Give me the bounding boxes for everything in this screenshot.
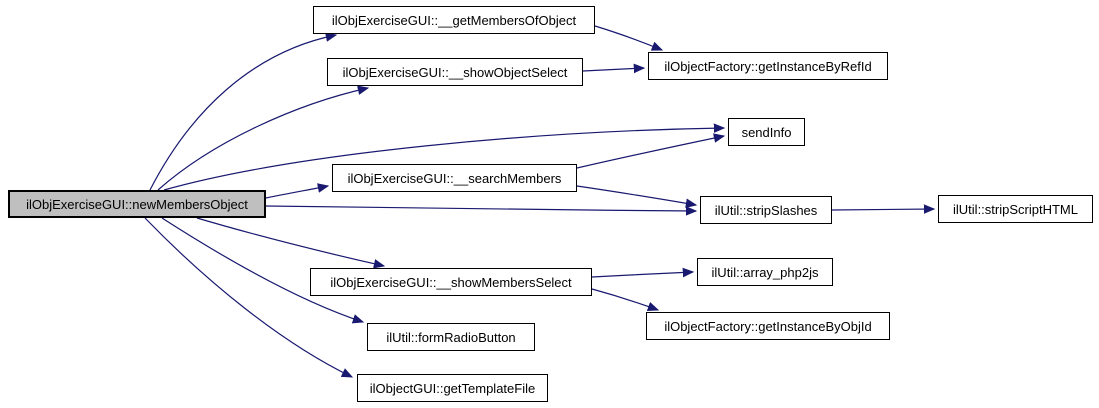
node-getTemplateFile[interactable]: ilObjectGUI::getTemplateFile: [357, 374, 548, 402]
edge-newMembersObject-showMembersSelect: [196, 217, 386, 269]
edge-getMembersOfObject-getInstanceByRefId: [594, 25, 664, 51]
node-getMembersOfObject[interactable]: ilObjExerciseGUI::__getMembersOfObject: [313, 6, 595, 34]
edge-newMembersObject-getTemplateFile: [144, 217, 354, 378]
node-getInstanceByObjId[interactable]: ilObjectFactory::getInstanceByObjId: [646, 312, 890, 340]
node-arrayPhp2js[interactable]: ilUtil::array_php2js: [697, 258, 833, 286]
node-newMembersObject: ilObjExerciseGUI::newMembersObject: [8, 190, 266, 218]
node-sendInfo[interactable]: sendInfo: [728, 118, 805, 146]
edge-showObjectSelect-getInstanceByRefId: [582, 63, 646, 74]
node-stripSlashes[interactable]: ilUtil::stripSlashes: [700, 196, 832, 224]
node-getInstanceByRefId[interactable]: ilObjectFactory::getInstanceByRefId: [648, 52, 888, 80]
edge-newMembersObject-sendInfo: [163, 123, 726, 191]
node-showObjectSelect[interactable]: ilObjExerciseGUI::__showObjectSelect: [327, 58, 583, 86]
edge-showMembersSelect-getInstanceByObjId: [591, 288, 660, 312]
node-formRadioButton[interactable]: ilUtil::formRadioButton: [367, 323, 535, 351]
edge-newMembersObject-formRadioButton: [161, 217, 365, 324]
edge-searchMembers-sendInfo: [576, 133, 726, 169]
edge-stripSlashes-stripScriptHTML: [831, 204, 936, 214]
edge-newMembersObject-showObjectSelect: [157, 85, 370, 191]
edge-newMembersObject-searchMembers: [265, 183, 330, 199]
node-stripScriptHTML[interactable]: ilUtil::stripScriptHTML: [938, 195, 1093, 223]
node-showMembersSelect[interactable]: ilObjExerciseGUI::__showMembersSelect: [310, 268, 592, 296]
edge-newMembersObject-getMembersOfObject: [149, 32, 338, 191]
edge-searchMembers-stripSlashes: [576, 185, 698, 209]
edge-newMembersObject-stripSlashes: [265, 205, 698, 216]
node-searchMembers[interactable]: ilObjExerciseGUI::__searchMembers: [332, 164, 577, 192]
edge-showMembersSelect-arrayPhp2js: [591, 267, 695, 278]
